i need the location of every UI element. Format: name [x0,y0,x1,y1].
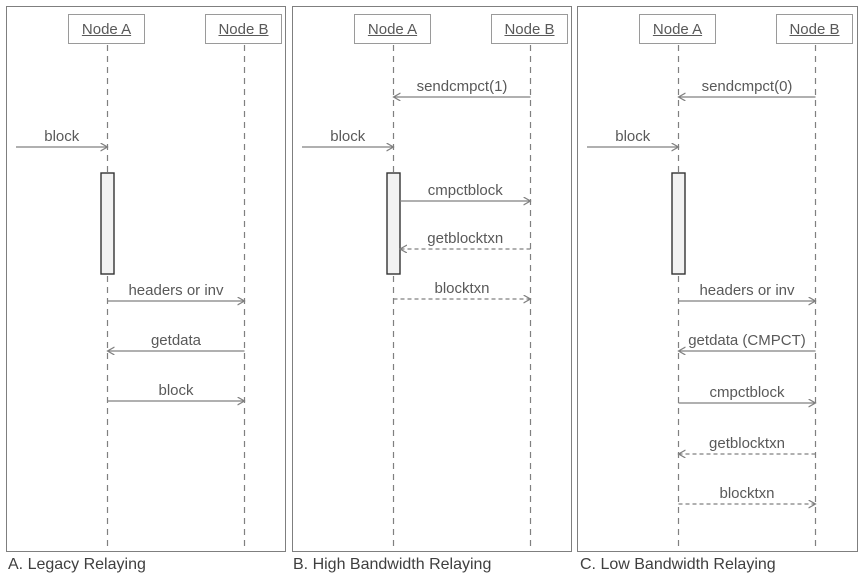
actor-label-node-b: Node B [789,20,840,38]
actor-label-node-b: Node B [504,20,555,38]
message-label: block [158,382,194,399]
message-label: getdata (CMPCT) [688,332,806,349]
message-label: getblocktxn [427,230,503,247]
message-label: headers or inv [128,282,224,299]
activation-bar [386,172,401,275]
activation-bar [671,172,686,275]
panel-caption-low-bandwidth: C. Low Bandwidth Relaying [580,556,776,573]
actor-box-node-a: Node A [68,14,145,44]
message-label: blocktxn [719,485,774,502]
message-label: headers or inv [699,282,795,299]
actor-label-node-a: Node A [81,20,132,38]
panel-low-bandwidth-relaying: Node A Node B sendcmpct(0) block headers o… [577,6,858,552]
activation-bar [100,172,115,275]
message-label: cmpctblock [428,182,504,199]
panel-caption-legacy: A. Legacy Relaying [8,556,146,573]
actor-box-node-b: Node B [491,14,568,44]
message-label: block [44,128,80,145]
diagram-canvas: sendcmpct(1) block cmpctblock getblocktxn bl… [302,45,571,546]
actor-label-node-a: Node A [367,20,418,38]
message-label: getblocktxn [709,435,785,452]
message-label: sendcmpct(1) [417,78,508,95]
diagram-canvas: sendcmpct(0) block headers or inv getdata (… [587,45,857,546]
message-label: getdata [151,332,202,349]
message-label: cmpctblock [709,384,785,401]
message-label: block [615,128,651,145]
actor-box-node-a: Node A [354,14,431,44]
diagram-canvas: block headers or inv getdata block [16,45,285,546]
panel-high-bandwidth-relaying: Node A Node B sendcmpct(1) block cmpctbloc… [292,6,572,552]
panel-caption-high-bandwidth: B. High Bandwidth Relaying [293,556,492,573]
actor-box-node-b: Node B [776,14,853,44]
message-label: sendcmpct(0) [702,78,793,95]
actor-box-node-b: Node B [205,14,282,44]
panel-legacy-relaying: Node A Node B block headers or inv getdata… [6,6,286,552]
actor-box-node-a: Node A [639,14,716,44]
actor-label-node-a: Node A [652,20,703,38]
actor-label-node-b: Node B [218,20,269,38]
message-label: blocktxn [434,280,489,297]
message-label: block [330,128,366,145]
